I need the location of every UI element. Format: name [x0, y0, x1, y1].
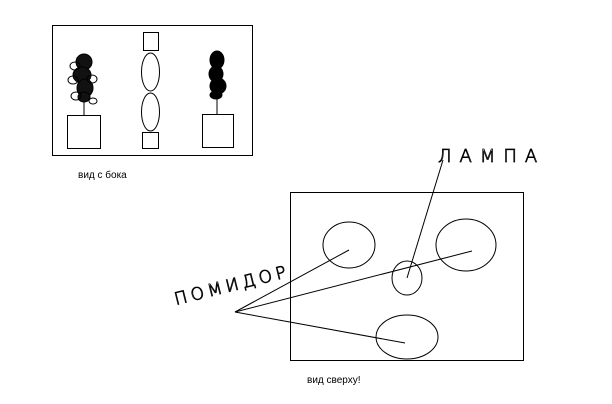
left-pot: [67, 115, 101, 149]
pointer-line: [234, 311, 406, 344]
top-view-frame: [234, 159, 524, 361]
top-view-caption: вид сверху!: [307, 375, 361, 386]
pointer-line: [234, 250, 473, 313]
middle-lower-ellipse: [141, 92, 160, 132]
side-view-frame: [52, 25, 253, 156]
pointer-line: [234, 249, 350, 313]
middle-bottom-square: [142, 132, 159, 149]
middle-upper-ellipse: [141, 52, 160, 92]
lamp-label: ЛАМПА: [438, 146, 545, 167]
pot-circle-bottom: [375, 314, 439, 360]
middle-top-square: [143, 32, 159, 51]
pot-circle-right: [435, 218, 497, 272]
right-pot: [202, 114, 234, 148]
right-plant-foliage: [208, 50, 227, 100]
tomato-label: ПОМИДОР: [172, 262, 292, 310]
left-plant-foliage: [67, 53, 98, 105]
side-view-caption: вид с бока: [78, 170, 127, 181]
pot-circle-top-left: [322, 221, 376, 269]
lamp-pointer-line: [406, 159, 444, 279]
lamp-circle: [391, 260, 423, 296]
